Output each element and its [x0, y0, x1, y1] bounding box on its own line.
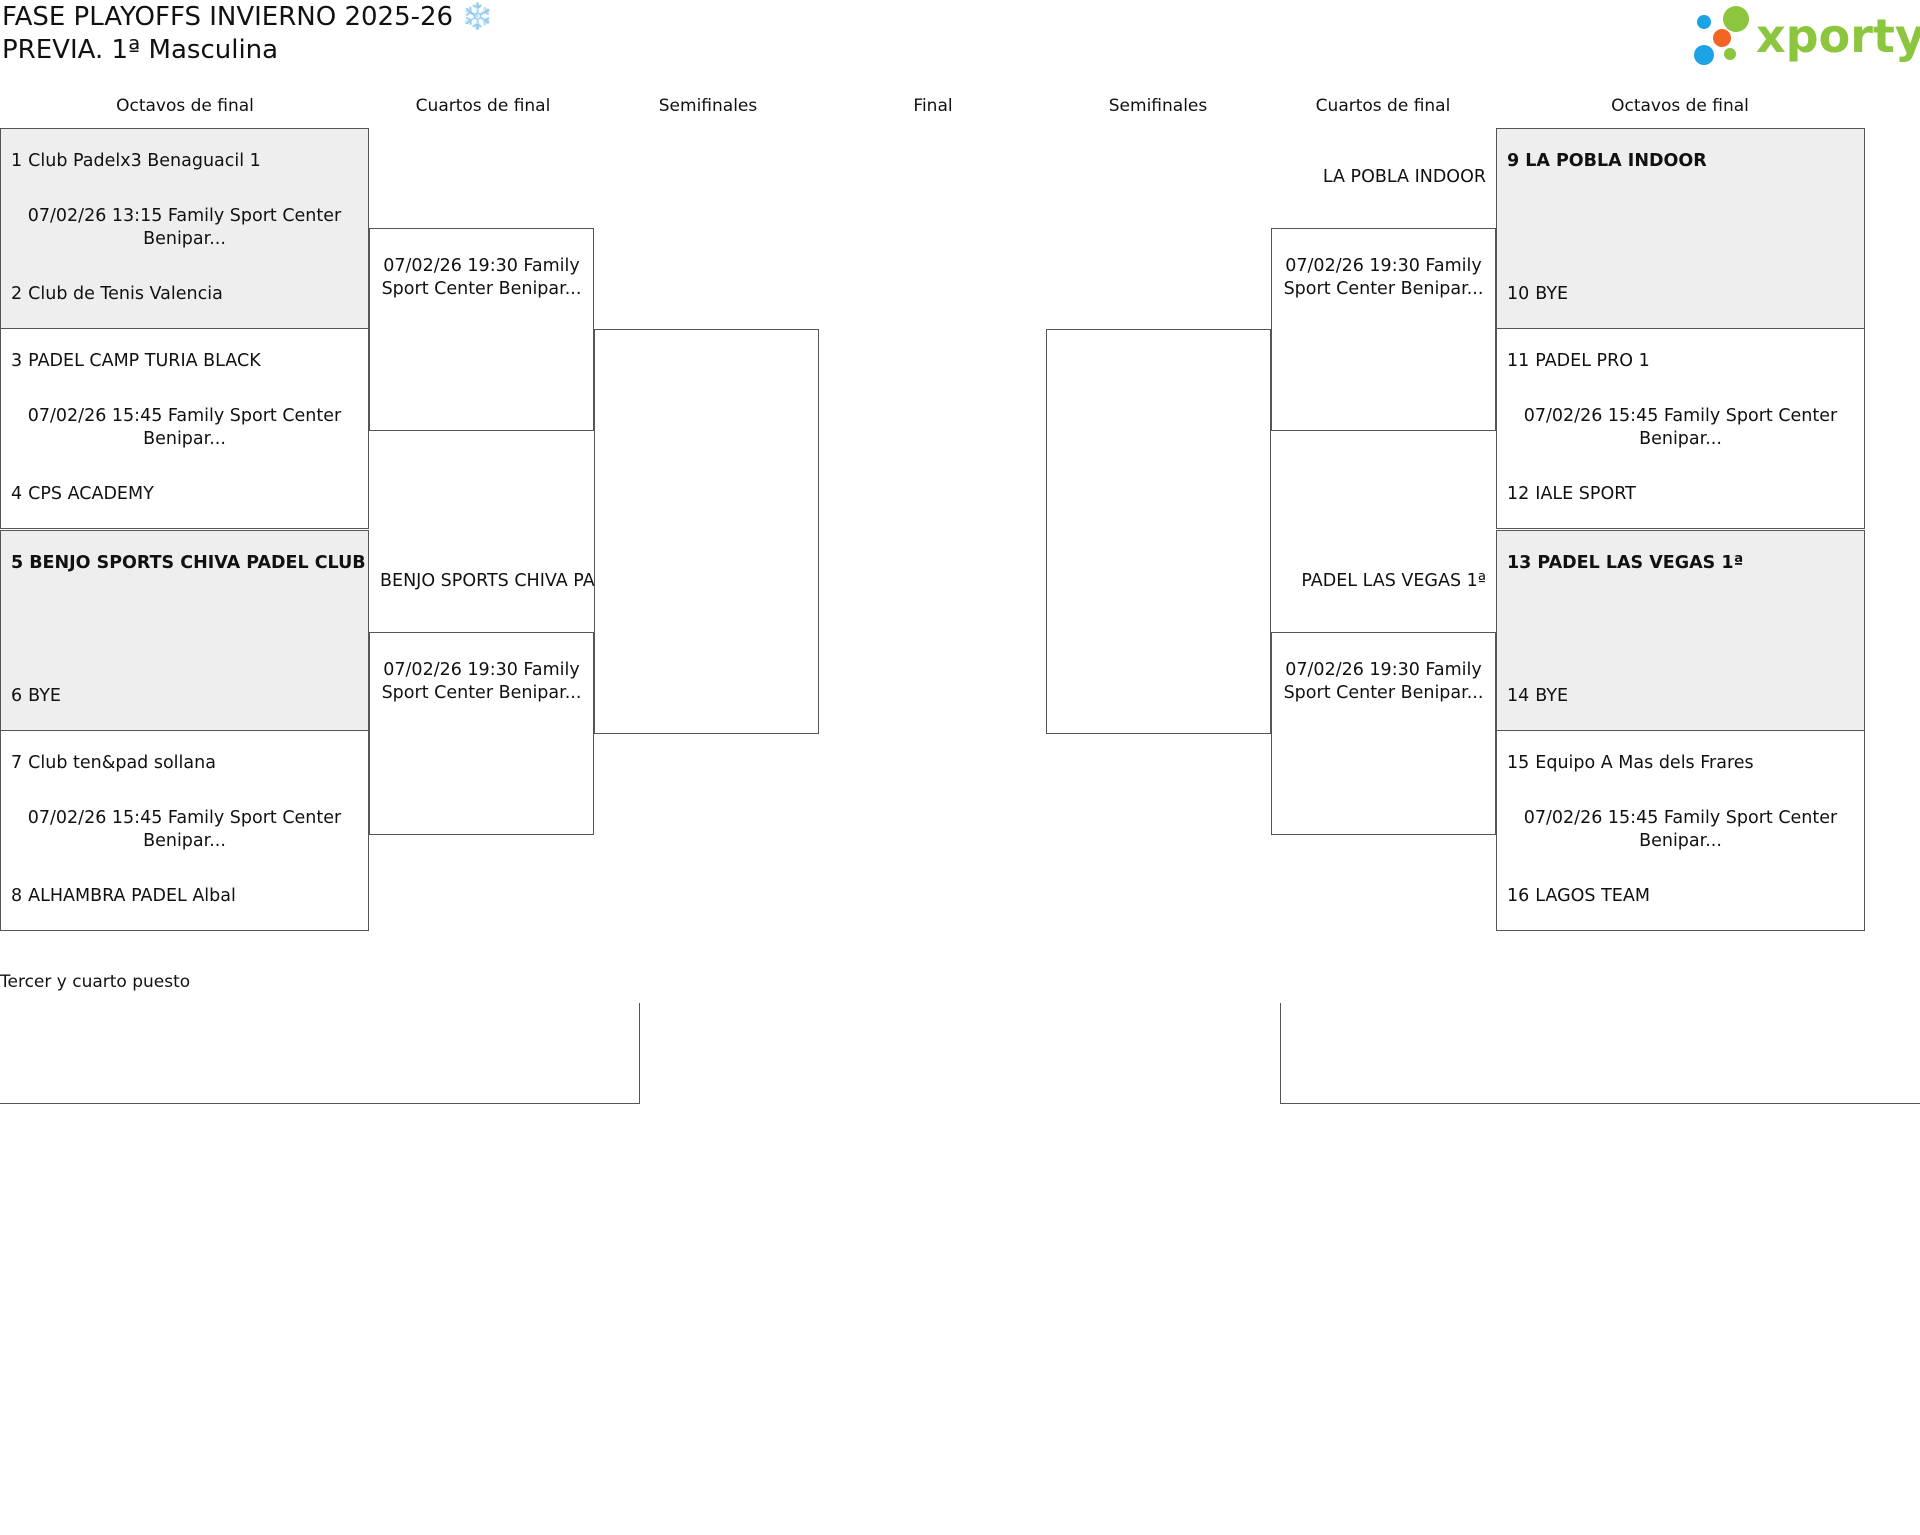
seed-number: 8 — [11, 886, 23, 906]
team-name: ALHAMBRA PADEL Albal — [28, 886, 236, 906]
round-header-cuartos-right: Cuartos de final — [1315, 96, 1451, 116]
match-schedule: 07/02/26 15:45 Family Sport Center Benip… — [27, 808, 342, 851]
third-place-slot-right[interactable] — [1280, 1003, 1920, 1104]
third-place-label: Tercer y cuarto puesto — [0, 972, 191, 992]
seed-number: 9 — [1507, 151, 1520, 171]
match-cuartos-2[interactable]: 07/02/26 19:30 Family Sport Center Benip… — [369, 632, 594, 835]
team-name: BENJO SPORTS CHIVA PADEL CLUB — [29, 553, 366, 573]
page-title: FASE PLAYOFFS INVIERNO 2025-26 ❄️ — [2, 2, 494, 32]
team-name: BYE — [28, 686, 61, 706]
team-name: Club ten&pad sollana — [28, 753, 216, 773]
logo-dot-green — [1723, 6, 1749, 32]
logo-dot-green-small — [1724, 48, 1736, 60]
page-subtitle: PREVIA. 1ª Masculina — [2, 35, 279, 65]
seed-number: 11 — [1507, 351, 1530, 371]
match-schedule: 07/02/26 19:30 Family Sport Center Benip… — [381, 660, 582, 703]
advanced-team-label: LA POBLA INDOOR — [1322, 167, 1486, 187]
match-schedule: 07/02/26 19:30 Family Sport Center Benip… — [381, 256, 582, 299]
match-schedule: 07/02/26 15:45 Family Sport Center Benip… — [1523, 808, 1838, 851]
match-schedule: 07/02/26 15:45 Family Sport Center Benip… — [27, 406, 342, 449]
match-schedule: 07/02/26 19:30 Family Sport Center Benip… — [1283, 256, 1484, 299]
seed-number: 16 — [1507, 886, 1530, 906]
seed-number: 1 — [11, 151, 23, 171]
team-name: BYE — [1535, 686, 1569, 706]
round-header-octavos-right: Octavos de final — [1611, 96, 1749, 116]
team-name: PADEL PRO 1 — [1535, 351, 1650, 371]
round-header-semis-left: Semifinales — [658, 96, 758, 116]
team-name: LAGOS TEAM — [1535, 886, 1650, 906]
round-header-final: Final — [913, 96, 953, 116]
team-name: CPS ACADEMY — [28, 484, 154, 504]
seed-number: 7 — [11, 753, 23, 773]
seed-number: 5 — [11, 553, 24, 573]
match-semifinal-right[interactable] — [1046, 329, 1271, 734]
seed-number: 2 — [11, 284, 23, 304]
logo-dot-orange — [1713, 29, 1731, 47]
team-name: LA POBLA INDOOR — [1525, 151, 1707, 171]
seed-number: 4 — [11, 484, 23, 504]
xporty-logo[interactable]: xporty — [1690, 2, 1920, 72]
seed-number: 15 — [1507, 753, 1530, 773]
match-schedule: 07/02/26 13:15 Family Sport Center Benip… — [27, 206, 342, 249]
logo-dot-blue — [1694, 45, 1714, 65]
seed-number: 3 — [11, 351, 23, 371]
seed-number: 12 — [1507, 484, 1530, 504]
team-name: BYE — [1535, 284, 1569, 304]
advanced-team-label: BENJO SPORTS CHIVA PADEL CLUB — [380, 571, 595, 591]
team-name: Equipo A Mas dels Frares — [1535, 753, 1754, 773]
third-place-slot-left[interactable] — [0, 1003, 640, 1104]
seed-number: 10 — [1507, 284, 1530, 304]
advanced-team-label: PADEL LAS VEGAS 1ª — [1301, 571, 1486, 591]
round-header-cuartos-left: Cuartos de final — [415, 96, 551, 116]
seed-number: 6 — [11, 686, 23, 706]
seed-number: 14 — [1507, 686, 1530, 706]
round-header-semis-right: Semifinales — [1108, 96, 1208, 116]
team-name: PADEL CAMP TURIA BLACK — [28, 351, 261, 371]
logo-wordmark: xporty — [1756, 9, 1920, 63]
team-name: PADEL LAS VEGAS 1ª — [1537, 553, 1744, 573]
team-name: IALE SPORT — [1535, 484, 1636, 504]
match-schedule: 07/02/26 19:30 Family Sport Center Benip… — [1283, 660, 1484, 703]
match-semifinal-left[interactable] — [594, 329, 819, 734]
team-name: Club de Tenis Valencia — [28, 284, 223, 304]
team-name: Club Padelx3 Benaguacil 1 — [28, 151, 261, 171]
match-cuartos-4[interactable]: 07/02/26 19:30 Family Sport Center Benip… — [1271, 632, 1496, 835]
seed-number: 13 — [1507, 553, 1532, 573]
match-schedule: 07/02/26 15:45 Family Sport Center Benip… — [1523, 406, 1838, 449]
match-cuartos-3[interactable]: 07/02/26 19:30 Family Sport Center Benip… — [1271, 228, 1496, 431]
round-header-octavos-left: Octavos de final — [116, 96, 254, 116]
match-cuartos-1[interactable]: 07/02/26 19:30 Family Sport Center Benip… — [369, 228, 594, 431]
logo-dot-blue-small — [1697, 15, 1711, 29]
